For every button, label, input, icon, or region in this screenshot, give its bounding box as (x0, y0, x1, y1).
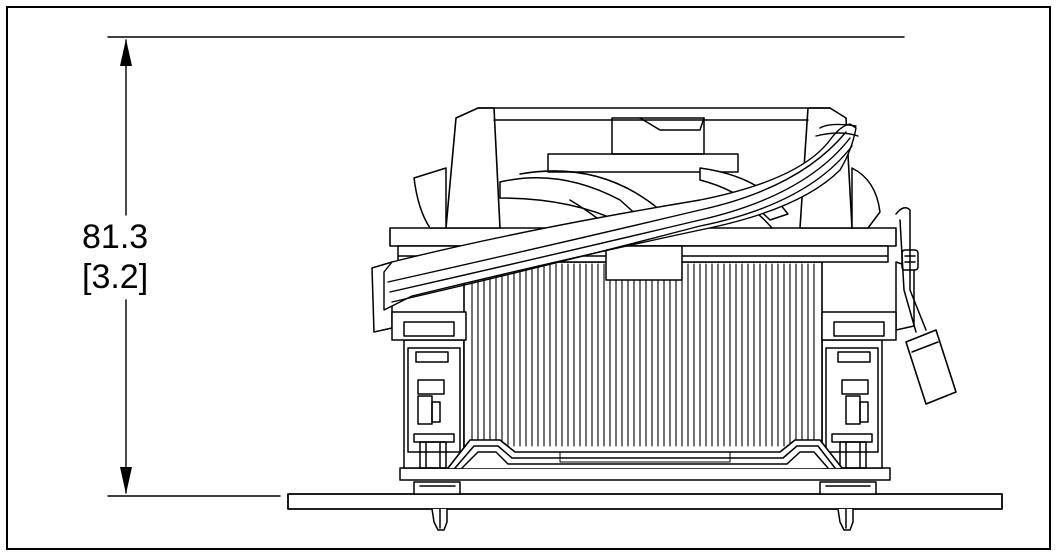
push-pin-right (837, 508, 854, 531)
height-dimension-mm: 81.3 (82, 218, 149, 256)
retention-clip (447, 439, 843, 469)
mounting-leg-left (403, 339, 465, 469)
height-dimension-line (120, 39, 132, 494)
fan-cable-bundle (383, 123, 859, 311)
retention-base (399, 467, 891, 495)
fan-connector (895, 207, 957, 405)
arrow-down-icon (120, 467, 132, 494)
heatsink-fins (463, 261, 823, 455)
push-pin-left (431, 508, 448, 531)
arrow-up-icon (120, 39, 132, 66)
height-dimension-inches: [3.2] (82, 258, 149, 296)
extension-lines (107, 36, 905, 497)
motherboard-plate (287, 493, 1003, 510)
mounting-leg-right (821, 339, 883, 469)
